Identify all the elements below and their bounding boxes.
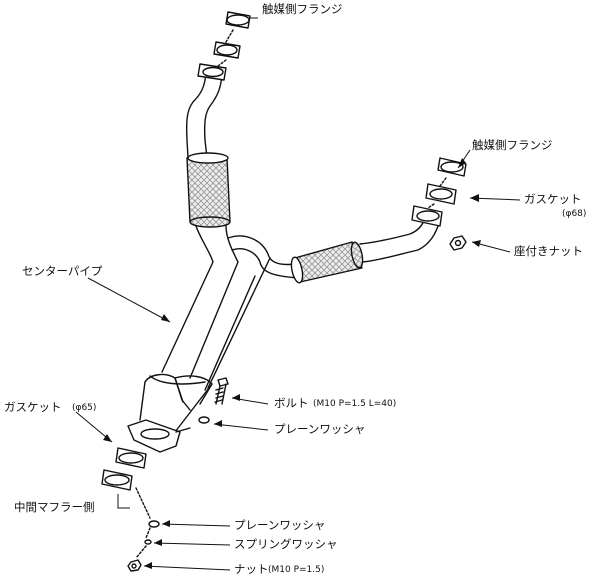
merge-collector: [139, 373, 213, 433]
label-catalyst-flange-top: 触媒側フランジ: [262, 2, 343, 16]
label-bolt: ボルト: [274, 396, 309, 410]
label-gasket-right-size: (φ68): [562, 209, 587, 219]
label-flange-nut: 座付きナット: [514, 244, 583, 258]
label-center-pipe: センターパイプ: [22, 264, 103, 278]
label-plain-washer-upper: プレーンワッシャ: [274, 422, 366, 436]
mid-muffler-bracket: [117, 494, 130, 509]
right-flange-stack: [411, 157, 467, 227]
left-lower-pipe: [161, 225, 239, 379]
right-flex-section: [290, 241, 364, 284]
right-pipe: [204, 211, 441, 391]
label-bolt-spec: (M10 P=1.5 L=40): [313, 399, 397, 409]
lower-gasket-stack: [101, 447, 147, 491]
label-gasket-left-size: (φ65): [72, 403, 97, 413]
label-mid-muffler-side: 中間マフラー側: [14, 500, 95, 514]
label-gasket-left: ガスケット: [4, 400, 62, 414]
label-plain-washer-lower: プレーンワッシャ: [234, 518, 326, 532]
flange-nut-part: [449, 235, 467, 251]
collector-flange: [127, 419, 191, 453]
label-spring-washer: スプリングワッシャ: [234, 537, 338, 551]
left-flex-section: [186, 152, 231, 228]
left-upper-pipe: [185, 67, 224, 159]
label-catalyst-flange-right: 触媒側フランジ: [472, 138, 553, 152]
leader-arrowheads: [103, 158, 481, 569]
label-gasket-right: ガスケット: [524, 192, 582, 206]
plain-washer-upper-part: [198, 416, 210, 424]
bolt-part: [214, 377, 229, 405]
lower-fasteners: [127, 487, 160, 572]
top-flange-stack: [197, 11, 251, 81]
label-nut-spec: (M10 P=1.5): [268, 565, 325, 575]
leader-lines: [75, 17, 521, 571]
label-nut: ナット: [234, 562, 269, 576]
